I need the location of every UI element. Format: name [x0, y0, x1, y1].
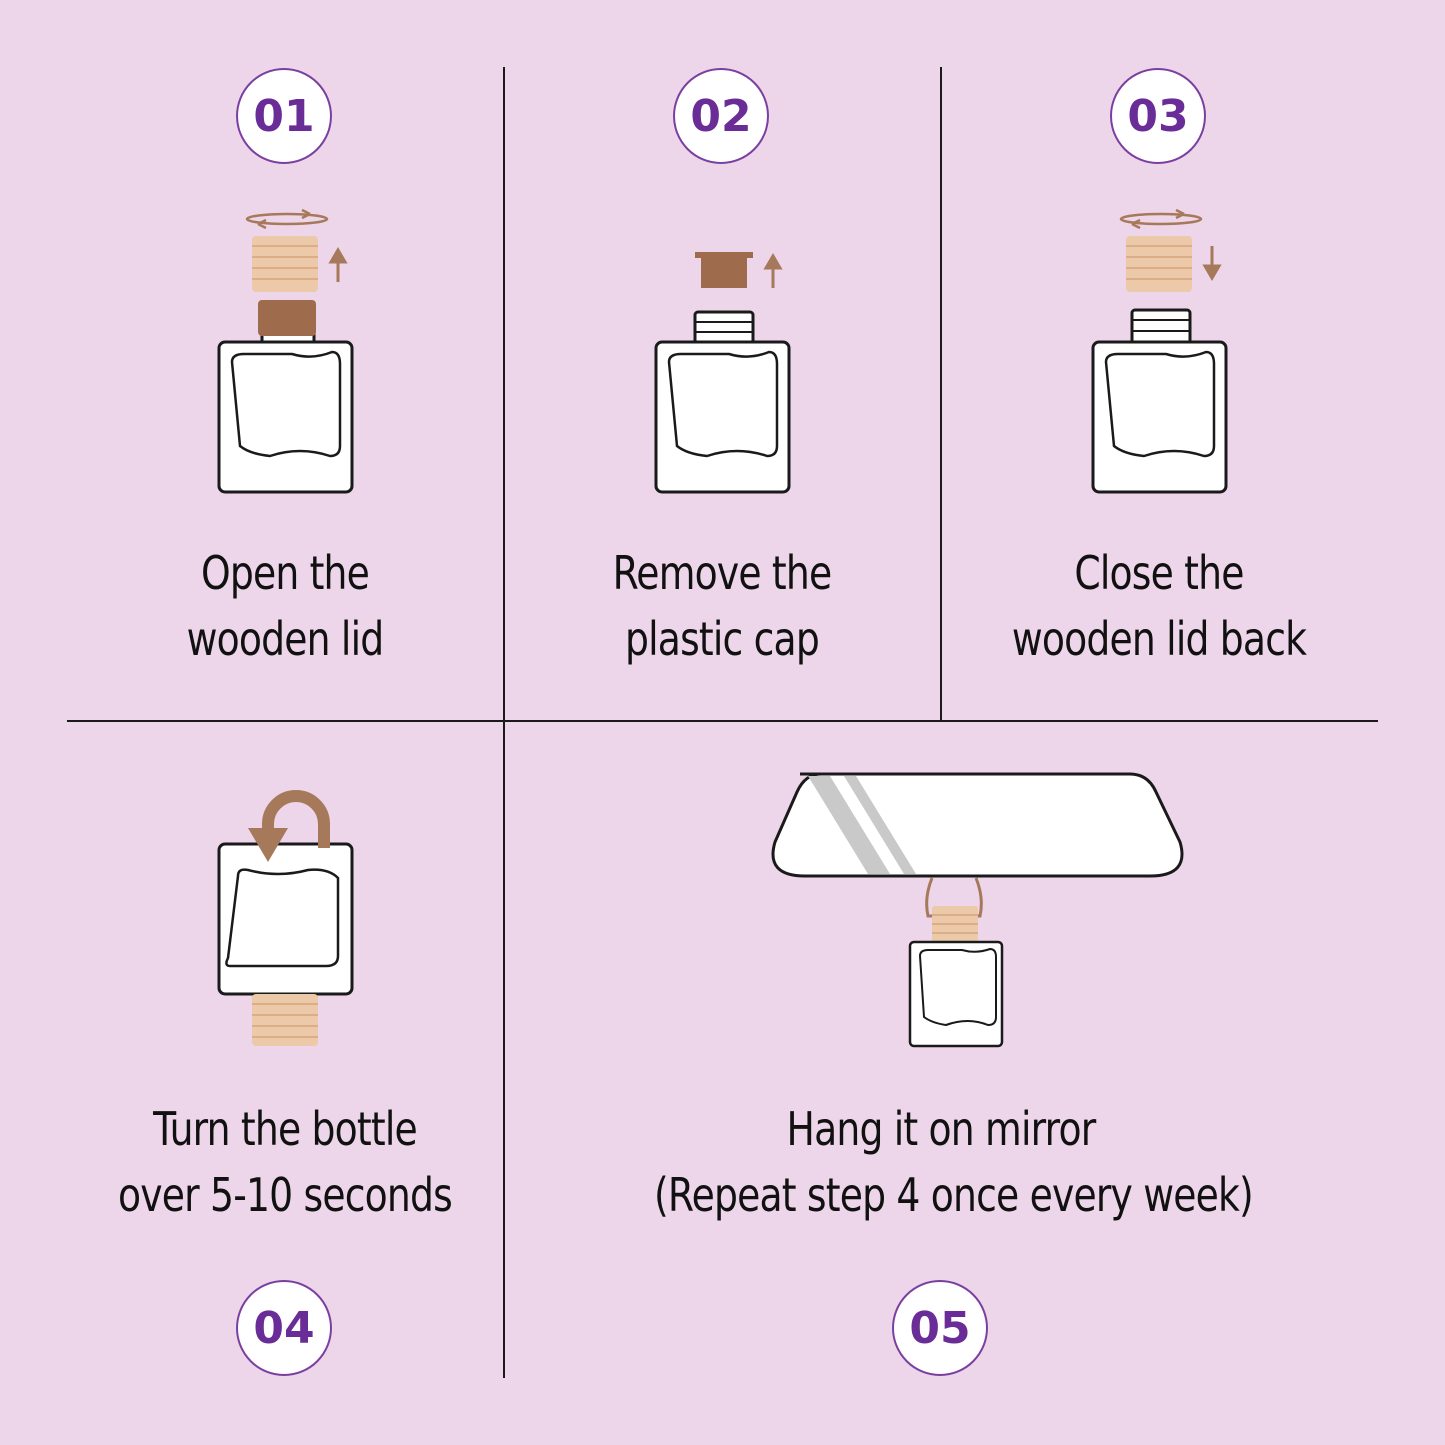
- hanging-string-icon: [925, 877, 983, 918]
- wooden-lid-icon: [252, 236, 318, 292]
- step-caption-1-line1: Open the: [200, 546, 370, 600]
- divider-horizontal: [67, 720, 1378, 722]
- bottle-icon: [1091, 308, 1228, 494]
- rotate-arrow-icon: [1119, 208, 1203, 230]
- wooden-lid-icon: [252, 994, 318, 1046]
- wooden-lid-icon: [1126, 236, 1192, 292]
- bottle-icon: [654, 310, 791, 494]
- flip-arrow-icon: [248, 790, 330, 862]
- divider-vertical-right-top: [940, 67, 942, 722]
- step-number-badge-4: 04: [236, 1280, 332, 1376]
- step-caption-3-line2: wooden lid back: [1011, 612, 1307, 666]
- wooden-lid-icon: [932, 906, 978, 942]
- bottle-icon: [908, 940, 1004, 1048]
- step-number-badge-3: 03: [1110, 68, 1206, 164]
- bottle-icon: [217, 842, 354, 996]
- step-3-illustration: [1091, 208, 1228, 494]
- step-number-badge-1: 01: [236, 68, 332, 164]
- step-caption-5: Hang it on mirror (Repeat step 4 once ev…: [654, 1096, 1254, 1228]
- step-caption-5-line1: Hang it on mirror: [786, 1102, 1097, 1156]
- step-caption-5-line2: (Repeat step 4 once every week): [654, 1168, 1254, 1222]
- arrow-down-icon: [1202, 246, 1222, 281]
- step-caption-3: Close the wooden lid back: [954, 540, 1364, 672]
- rearview-mirror-icon: [771, 772, 1184, 878]
- step-caption-4-line2: over 5-10 seconds: [118, 1168, 453, 1222]
- divider-vertical-left-top: [503, 67, 505, 1378]
- step-caption-4: Turn the bottle over 5-10 seconds: [80, 1096, 490, 1228]
- step-caption-2: Remove the plastic cap: [517, 540, 927, 672]
- step-caption-2-line2: plastic cap: [625, 612, 820, 666]
- step-number-badge-2: 02: [673, 68, 769, 164]
- step-4-illustration: [217, 790, 354, 1046]
- step-caption-4-line1: Turn the bottle: [153, 1102, 418, 1156]
- bottle-icon: [217, 300, 354, 494]
- step-2-illustration: [654, 252, 791, 494]
- arrow-up-icon: [763, 253, 783, 288]
- arrow-up-icon: [328, 247, 348, 282]
- plastic-cap-icon: [695, 252, 753, 288]
- rotate-arrow-icon: [245, 208, 329, 230]
- step-caption-1-line2: wooden lid: [186, 612, 385, 666]
- step-caption-3-line1: Close the: [1074, 546, 1244, 600]
- step-5-illustration: [771, 772, 1184, 1048]
- step-1-illustration: [217, 208, 354, 494]
- step-caption-2-line1: Remove the: [612, 546, 833, 600]
- step-caption-1: Open the wooden lid: [80, 540, 490, 672]
- step-number-badge-5: 05: [892, 1280, 988, 1376]
